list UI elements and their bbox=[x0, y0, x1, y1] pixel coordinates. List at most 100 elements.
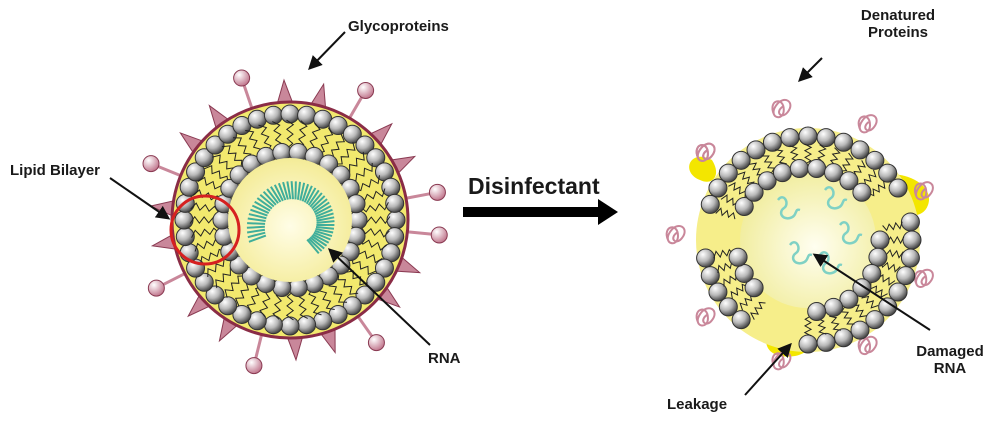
lipid-head bbox=[888, 282, 908, 302]
glycoprotein-stalk bbox=[355, 313, 374, 337]
denatured-protein bbox=[695, 307, 716, 327]
rna-segment bbox=[273, 184, 284, 202]
leak-blob bbox=[689, 156, 717, 182]
rna-segment bbox=[309, 236, 325, 250]
lipid-head bbox=[218, 124, 238, 144]
rna-segment bbox=[251, 204, 270, 214]
lipid-tail bbox=[861, 291, 879, 309]
lipid-head bbox=[839, 171, 859, 191]
lipid-head bbox=[734, 263, 754, 283]
lipid-tail bbox=[828, 311, 841, 331]
lipid-tail bbox=[200, 248, 226, 265]
lipid-head bbox=[798, 126, 818, 146]
rna-segment bbox=[246, 228, 266, 234]
rna-segment bbox=[309, 192, 323, 208]
lipid-head bbox=[342, 124, 362, 144]
rna-segment bbox=[247, 217, 266, 222]
rna-segment bbox=[310, 235, 328, 247]
rna-segment bbox=[308, 237, 323, 252]
lipid-head bbox=[807, 301, 827, 321]
lipid-head bbox=[878, 163, 898, 183]
pointer-arrows bbox=[109, 31, 931, 396]
lipid-head bbox=[780, 128, 800, 148]
rna-segment bbox=[247, 231, 266, 239]
damaged-rna-fragments bbox=[777, 186, 863, 275]
rna-segment bbox=[296, 181, 302, 200]
damaged-rna-label: Damaged RNA bbox=[900, 343, 1000, 377]
lipid-head bbox=[850, 140, 870, 160]
lipid-tail bbox=[285, 119, 295, 149]
lipid-head bbox=[366, 148, 386, 168]
rna-strand bbox=[246, 181, 335, 254]
glycoprotein-knob bbox=[245, 357, 263, 375]
lipid-head bbox=[731, 310, 751, 330]
rna-segment bbox=[286, 181, 292, 200]
denatured-protein bbox=[857, 335, 878, 356]
rna-pointer bbox=[327, 248, 431, 346]
lipid-tail bbox=[297, 120, 308, 149]
glycoprotein-knob bbox=[357, 81, 375, 99]
lipid-head bbox=[878, 297, 898, 317]
lipid-bilayer-highlight-circle bbox=[169, 194, 241, 266]
lipid-tail bbox=[361, 227, 390, 238]
damaged-virus bbox=[665, 98, 934, 371]
lipid-head bbox=[386, 210, 406, 230]
glycoprotein-knob bbox=[428, 183, 446, 201]
lipid-head bbox=[888, 178, 908, 198]
lipid-tail bbox=[882, 221, 903, 232]
lipid-tail bbox=[737, 171, 755, 189]
lipid-tail bbox=[730, 283, 749, 300]
lipid-tail bbox=[317, 127, 334, 154]
lipid-head bbox=[816, 332, 836, 352]
lipid-head bbox=[700, 194, 720, 214]
rna-segment bbox=[314, 229, 333, 238]
glycoprotein-stalk bbox=[162, 271, 188, 286]
disinfectant-label: Disinfectant bbox=[468, 173, 600, 199]
lipid-head bbox=[263, 315, 283, 335]
lipid-bilayer-pointer bbox=[109, 177, 171, 220]
lipid-tail bbox=[192, 189, 221, 203]
denatured-protein bbox=[913, 181, 934, 201]
rna-fragment bbox=[789, 241, 813, 265]
denatured-protein bbox=[857, 114, 878, 134]
rna-segment bbox=[282, 181, 289, 200]
denatured-protein bbox=[771, 98, 792, 119]
inner-lipid-heads-damaged bbox=[728, 159, 890, 321]
lipid-head bbox=[297, 105, 317, 125]
outer-lipid-heads-damaged bbox=[696, 126, 922, 354]
lipid-tail bbox=[232, 137, 252, 161]
lipid-tail bbox=[750, 301, 766, 320]
damaged-rna-label-line2: RNA bbox=[933, 360, 967, 377]
lipid-head bbox=[865, 150, 885, 170]
lipid-head bbox=[385, 227, 405, 247]
leakage-label: Leakage bbox=[667, 396, 728, 413]
lipid-tail bbox=[360, 202, 389, 213]
lipid-head bbox=[798, 334, 818, 354]
rna-segment bbox=[248, 234, 267, 243]
denatured-proteins-pointer bbox=[798, 57, 823, 82]
lipid-head bbox=[824, 297, 844, 317]
lipid-tail bbox=[775, 149, 788, 169]
glycoprotein-stalk bbox=[242, 85, 255, 111]
rna-segment bbox=[315, 226, 335, 230]
rna-segment bbox=[246, 225, 265, 229]
rna-segment bbox=[266, 188, 279, 204]
lipid-tail bbox=[258, 124, 272, 152]
lipid-head bbox=[834, 132, 854, 152]
rna-segment bbox=[307, 189, 320, 206]
leakage-pointer bbox=[744, 342, 792, 396]
rna-segment bbox=[306, 238, 320, 254]
damaged-rna-label-line1: Damaged bbox=[916, 343, 984, 360]
lipid-head bbox=[696, 248, 716, 268]
lipid-tail bbox=[715, 207, 736, 220]
lipid-tail bbox=[224, 275, 245, 298]
lipid-tail bbox=[246, 286, 263, 313]
damaged-rna-pointer bbox=[812, 253, 931, 331]
glycoproteins-pointer bbox=[308, 31, 346, 71]
glycoprotein-knob bbox=[430, 226, 448, 244]
lipid-head bbox=[824, 163, 844, 183]
denatured-protein-loops bbox=[665, 98, 934, 371]
lipid-tail bbox=[840, 152, 854, 172]
glycoprotein-knob bbox=[142, 155, 160, 173]
